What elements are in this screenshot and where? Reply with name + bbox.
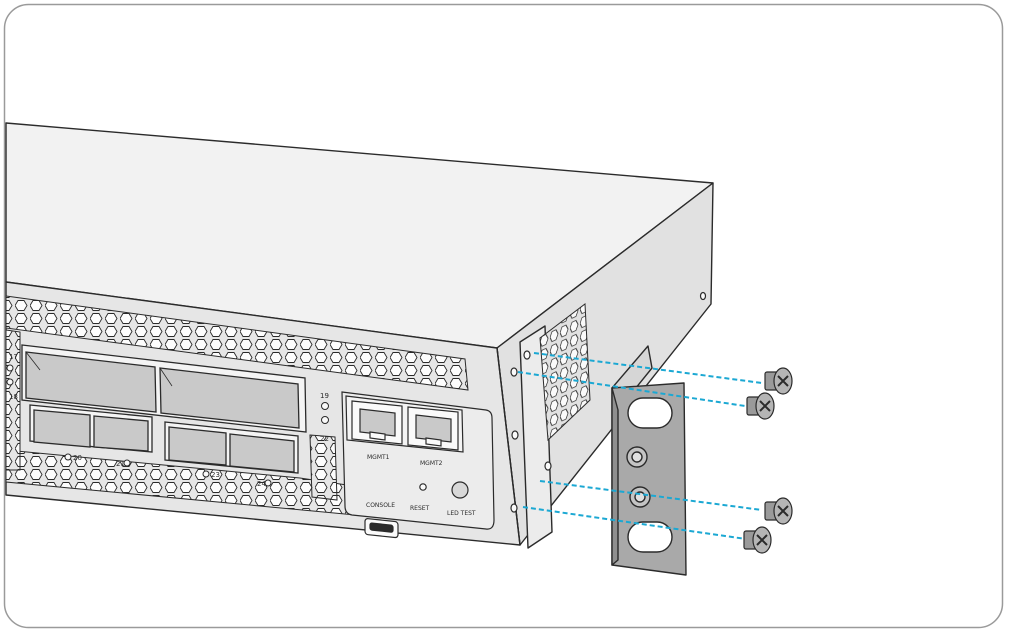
reset-pinhole-icon	[419, 483, 427, 491]
port-label-24: 24	[257, 480, 266, 488]
switch-mounting-holes	[510, 291, 707, 513]
sfp-slot-21	[93, 415, 149, 452]
qsfp-slot-group	[21, 344, 307, 433]
mgmt1-label: MGMT1	[367, 454, 390, 461]
mgmt2-label: MGMT2	[420, 460, 443, 467]
ethernet-port-icon	[407, 406, 459, 451]
front-vent-middle	[309, 434, 338, 501]
qsfp-slot-1	[25, 351, 157, 413]
sfp-slot-20	[33, 409, 91, 448]
port-label-20: 20	[73, 454, 82, 462]
port-label-23: 23	[211, 471, 220, 479]
ethernet-port-icon	[351, 400, 403, 445]
port-label-22: 22	[320, 435, 329, 443]
sfp-slot-24	[229, 433, 295, 473]
console-label: CONSOLE	[366, 502, 395, 509]
port-label-21: 21	[116, 460, 125, 468]
management-panel	[341, 391, 495, 539]
sfp-slot-23	[168, 426, 227, 466]
port-label-17: 17	[9, 353, 18, 361]
screw-icon	[743, 526, 772, 554]
led-test-label: LED TEST	[447, 510, 476, 517]
qsfp-slot-2	[159, 367, 300, 429]
screw-icon	[764, 497, 793, 525]
front-vent-top	[5, 295, 469, 391]
port-label-19: 19	[320, 392, 329, 400]
screw-icon	[746, 392, 775, 420]
port-leds	[6, 364, 329, 487]
led-test-button-icon	[451, 481, 469, 499]
sfp-slot-group	[29, 404, 299, 474]
screw-icon	[764, 367, 793, 395]
alignment-guides	[517, 352, 763, 540]
reset-label: RESET	[410, 505, 430, 512]
usb-console-port-icon	[364, 518, 399, 539]
port-label-18: 18	[9, 393, 18, 401]
side-vent	[539, 303, 591, 442]
